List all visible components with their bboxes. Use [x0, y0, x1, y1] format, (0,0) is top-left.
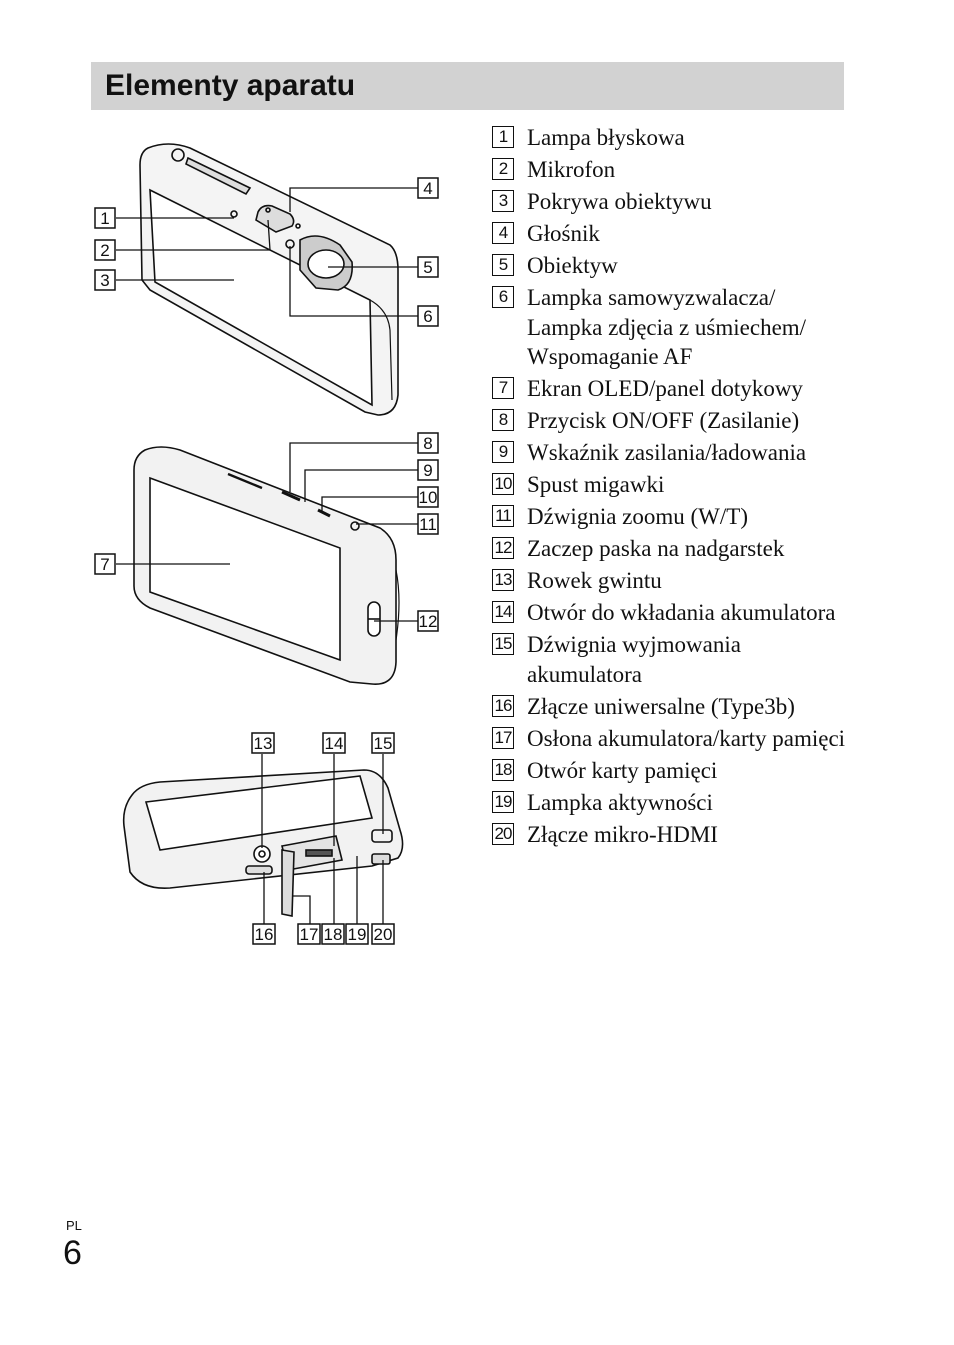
- callout-numbers: 1 2 3 4 5 6 7 8 9 10 11 12 13 14 15 16 1…: [100, 179, 437, 944]
- legend-label: Wskaźnik zasilania/ładowania: [527, 440, 807, 465]
- legend-number: 3: [492, 190, 514, 212]
- legend-label: Lampka samowyzwalacza/ Lampka zdjęcia z …: [527, 285, 807, 369]
- legend-item: 18 Otwór karty pamięci: [490, 756, 850, 786]
- legend-item: 16 Złącze uniwersalne (Type3b): [490, 692, 850, 722]
- callout-14: 14: [325, 734, 344, 753]
- legend-number: 8: [492, 409, 514, 431]
- legend-item: 17 Osłona akumulatora/karty pamięci: [490, 724, 850, 754]
- legend-number: 12: [492, 537, 514, 559]
- legend-number: 15: [492, 633, 514, 655]
- callout-15: 15: [374, 734, 393, 753]
- camera-bottom-view: [122, 769, 404, 917]
- legend-item: 14 Otwór do wkładania akumulatora: [490, 598, 850, 628]
- legend-number: 6: [492, 286, 514, 308]
- legend-item: 9 Wskaźnik zasilania/ładowania: [490, 438, 850, 468]
- page-number: 6: [63, 1234, 82, 1272]
- legend-number: 4: [492, 222, 514, 244]
- legend-item: 15 Dźwignia wyjmowania akumulatora: [490, 630, 850, 689]
- page-language: PL: [66, 1218, 82, 1233]
- leader-lines: [116, 187, 418, 924]
- page-title: Elementy aparatu: [105, 69, 356, 102]
- callout-4: 4: [423, 179, 432, 198]
- legend-item: 7 Ekran OLED/panel dotykowy: [490, 374, 850, 404]
- legend-label: Pokrywa obiektywu: [527, 189, 712, 214]
- legend-item: 1 Lampa błyskowa: [490, 123, 850, 153]
- legend-label: Zaczep paska na nadgarstek: [527, 536, 785, 561]
- legend-number: 11: [492, 505, 514, 527]
- legend-item: 8 Przycisk ON/OFF (Zasilanie): [490, 406, 850, 436]
- legend-label: Lampka aktywności: [527, 789, 713, 815]
- legend-label: Osłona akumulatora/karty pamięci: [527, 725, 846, 751]
- legend-label: Złącze mikro-HDMI: [527, 821, 718, 847]
- callout-17: 17: [300, 925, 319, 944]
- legend-number: 13: [492, 569, 514, 591]
- callout-3: 3: [100, 271, 109, 290]
- callout-20: 20: [374, 925, 393, 944]
- callout-9: 9: [423, 461, 432, 480]
- legend-item: 20 Złącze mikro-HDMI: [490, 820, 850, 850]
- legend-label: Spust migawki: [527, 472, 665, 497]
- legend-number: 17: [492, 726, 514, 749]
- legend-number: 10: [492, 473, 514, 495]
- legend-label: Otwór karty pamięci: [527, 757, 718, 783]
- legend-label: Obiektyw: [527, 253, 618, 278]
- legend-item: 12 Zaczep paska na nadgarstek: [490, 534, 850, 564]
- callout-7: 7: [100, 555, 109, 574]
- number-boxes: [94, 177, 439, 945]
- legend-number: 20: [492, 822, 514, 845]
- camera-rear-view: [133, 446, 400, 685]
- legend-label: Dźwignia zoomu (W/T): [527, 504, 748, 529]
- callout-5: 5: [423, 258, 432, 277]
- callout-2: 2: [100, 241, 109, 260]
- legend-item: 4 Głośnik: [490, 219, 850, 249]
- legend-label: Mikrofon: [527, 157, 616, 182]
- legend-label: Otwór do wkładania akumulatora: [527, 600, 836, 625]
- legend-label: Rowek gwintu: [527, 568, 662, 593]
- legend-item: 2 Mikrofon: [490, 155, 850, 185]
- legend-label: Głośnik: [527, 221, 600, 246]
- callout-12: 12: [419, 612, 438, 631]
- callout-11: 11: [419, 515, 437, 534]
- callout-8: 8: [423, 434, 432, 453]
- legend-label: Złącze uniwersalne (Type3b): [527, 693, 795, 719]
- legend-label: Ekran OLED/panel dotykowy: [527, 376, 803, 401]
- legend-label: Przycisk ON/OFF (Zasilanie): [527, 408, 800, 433]
- legend-number: 14: [492, 601, 514, 623]
- parts-legend: 1 Lampa błyskowa 2 Mikrofon 3 Pokrywa obiek…: [490, 123, 850, 852]
- legend-item: 13 Rowek gwintu: [490, 566, 850, 596]
- callout-10: 10: [419, 488, 438, 507]
- legend-number: 2: [492, 158, 514, 180]
- callout-16: 16: [255, 925, 274, 944]
- legend-item: 19 Lampka aktywności: [490, 788, 850, 818]
- legend-item: 11 Dźwignia zoomu (W/T): [490, 502, 850, 532]
- camera-illustrations: 1 2 3 4 5 6 7 8 9 10 11 12 13 14 15 16 1…: [94, 143, 439, 945]
- callout-1: 1: [100, 209, 109, 228]
- camera-front-view: [139, 143, 399, 416]
- legend-number: 1: [492, 126, 514, 148]
- section-header: Elementy aparatu: [91, 62, 844, 110]
- legend-item: 3 Pokrywa obiektywu: [490, 187, 850, 217]
- legend-number: 16: [492, 694, 514, 717]
- legend-item: 5 Obiektyw: [490, 251, 850, 281]
- legend-number: 7: [492, 377, 514, 399]
- legend-item: 6 Lampka samowyzwalacza/ Lampka zdjęcia z…: [490, 283, 850, 372]
- callout-18: 18: [324, 925, 343, 944]
- legend-label: Lampa błyskowa: [527, 125, 685, 150]
- legend-number: 18: [492, 758, 514, 781]
- callout-19: 19: [348, 925, 367, 944]
- legend-item: 10 Spust migawki: [490, 470, 850, 500]
- legend-number: 19: [492, 790, 514, 813]
- legend-label: Dźwignia wyjmowania akumulatora: [527, 632, 741, 687]
- callout-13: 13: [254, 734, 273, 753]
- legend-number: 5: [492, 254, 514, 276]
- callout-6: 6: [423, 307, 432, 326]
- legend-number: 9: [492, 441, 514, 463]
